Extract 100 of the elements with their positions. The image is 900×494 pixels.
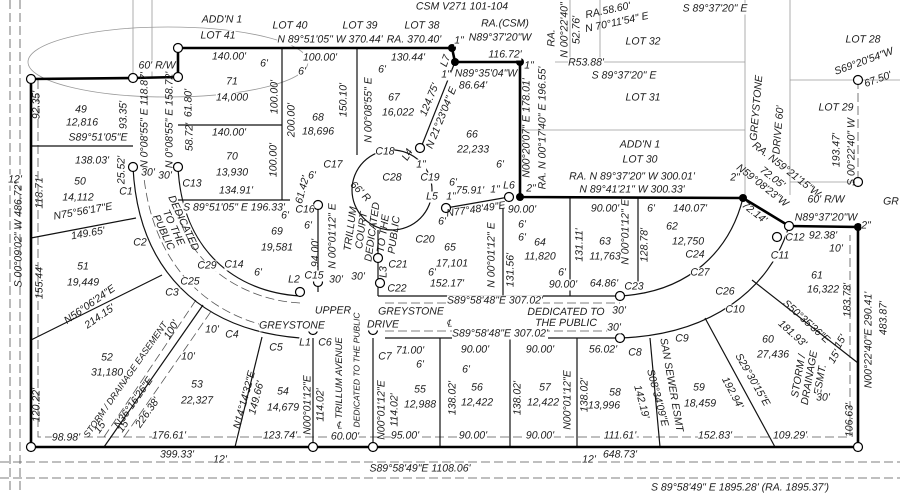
- bearing-label: N00°22'40"E 290.41': [864, 292, 874, 388]
- lot-number: 68: [312, 112, 324, 124]
- distance-label: 6': [260, 58, 268, 70]
- distance-label: 131.11': [574, 228, 586, 262]
- lot-area: 12,422: [460, 398, 494, 408]
- distance-label: 150.10': [338, 82, 350, 118]
- distance-label: 94.00': [310, 238, 322, 268]
- bearing-label: N00°01'12"E: [376, 380, 388, 440]
- distance-label: 6': [281, 210, 289, 222]
- curve-label: C3: [165, 288, 179, 298]
- lot-area: 14,000: [216, 92, 248, 104]
- monument-size-label: 1": [446, 192, 456, 202]
- curve-label: C5: [269, 342, 283, 354]
- bearing-label: N00°01'12"E: [562, 370, 574, 430]
- street-name: GREYSTONE: [748, 74, 766, 142]
- distance-label: 200.00': [286, 102, 298, 138]
- lot-area: 17,101: [436, 258, 468, 270]
- lot-area: 16,022: [382, 108, 414, 118]
- distance-label: 6': [496, 160, 504, 170]
- bearing-label: N77°48'49"E: [446, 200, 506, 220]
- lot-number: 55: [414, 384, 426, 396]
- monument-size-label: 1": [454, 36, 464, 46]
- distance-label: 140.00': [212, 128, 246, 138]
- monument-size-label: 1": [490, 184, 500, 196]
- curve-label: C21: [388, 260, 408, 270]
- distance-label: 10': [829, 244, 843, 254]
- lot-number: 56: [471, 382, 483, 394]
- distance-label: 100.00': [268, 142, 280, 178]
- distance-label: 30': [612, 306, 626, 316]
- distance-label: 123.74': [262, 430, 298, 442]
- parcel-label: LOT 28: [845, 34, 881, 46]
- curve-label: C11: [770, 250, 790, 262]
- dedication-note: DEDICATED TO THE PUBLIC: [352, 312, 362, 428]
- curve-label: C12: [785, 232, 805, 244]
- distance-label: 90.00': [458, 430, 488, 442]
- distance-label: 130.44': [390, 52, 426, 64]
- centerline-symbol: ℄: [336, 420, 342, 432]
- bearing-label: N 00°01'12" E: [486, 222, 498, 288]
- lot-number: 54: [277, 386, 289, 398]
- distance-label: 116.72': [488, 50, 522, 60]
- lot-number: 71: [226, 76, 238, 88]
- lot-number: 53: [191, 380, 203, 390]
- distance-label: 58.72': [184, 122, 196, 152]
- curve-label: C26: [715, 286, 735, 298]
- curve-label: C13: [182, 178, 202, 190]
- parcel-label: ADD'N 1: [202, 14, 242, 26]
- curve-label: C23: [624, 282, 644, 292]
- parcel-label: RA.(CSM): [481, 18, 529, 30]
- monument-size-label: 1": [524, 60, 534, 72]
- distance-label: 15': [826, 348, 844, 366]
- distance-label: 6': [254, 268, 262, 278]
- bearing-label: N89°35'04"W: [454, 68, 518, 80]
- parcel-label: LOT 31: [625, 92, 661, 104]
- distance-label: 100.00': [270, 80, 280, 114]
- distance-label: 90.00': [548, 280, 578, 290]
- curve-label: C9: [675, 334, 689, 344]
- lot-number: 70: [226, 152, 238, 162]
- distance-label: 142.19': [631, 384, 651, 420]
- bearing-label: S89°58'48"E 307.02': [447, 296, 543, 306]
- distance-label: 66' R: [348, 180, 372, 204]
- distance-label: 64.86': [590, 278, 618, 290]
- distance-label: 152.17': [430, 278, 464, 290]
- lot-number: 49: [75, 104, 87, 116]
- distance-label: 95.00': [390, 430, 420, 442]
- distance-label: 483.87': [878, 300, 890, 336]
- lot-area: 18,459: [684, 398, 716, 410]
- parcel-label: CSM V271 101-104: [416, 2, 508, 12]
- distance-label: 6': [518, 232, 526, 244]
- curve-label: C14: [224, 260, 244, 270]
- distance-label: 75.91': [456, 186, 484, 196]
- distance-label: 56.02': [588, 344, 618, 356]
- distance-label: 6': [518, 220, 526, 230]
- distance-label: 12': [213, 454, 227, 466]
- curve-label: C17: [323, 160, 343, 170]
- distance-label: 30': [816, 392, 830, 404]
- lot-area: 16,322: [806, 284, 840, 296]
- street-name: UPPER: [314, 306, 352, 316]
- street-name: TRILLUM AVENUE: [335, 337, 345, 419]
- monument-size-label: 2": [526, 184, 536, 194]
- bearing-label: RA. N 89°37'20" W 300.01': [569, 172, 695, 182]
- distance-label: 6': [304, 220, 312, 232]
- distance-label: 114.02': [390, 393, 400, 427]
- street-name: DRIVE: [366, 320, 400, 330]
- distance-label: 30': [607, 322, 621, 334]
- bearing-label: N00°20'07" E 178.01': [522, 78, 532, 178]
- curve-label: C18: [375, 146, 395, 158]
- bearing-label: N75°56'17"E: [52, 201, 114, 223]
- lot-area: 12,816: [66, 118, 98, 128]
- distance-label: 90.00': [590, 204, 620, 214]
- distance-label: 138.03': [74, 156, 110, 166]
- curve-label: C25: [180, 276, 200, 288]
- bearing-label: N00°01'12"E: [302, 375, 314, 435]
- curve-label: L1: [299, 338, 311, 348]
- distance-label: 152.83': [698, 430, 732, 442]
- bearing-label: N89°37'20"W: [794, 212, 858, 224]
- lot-area: 12,750: [672, 236, 704, 248]
- lot-number: 62: [666, 222, 678, 232]
- lot-number: 63: [599, 236, 611, 248]
- monument-size-label: 1": [416, 160, 426, 170]
- distance-label: 61.80': [184, 88, 194, 118]
